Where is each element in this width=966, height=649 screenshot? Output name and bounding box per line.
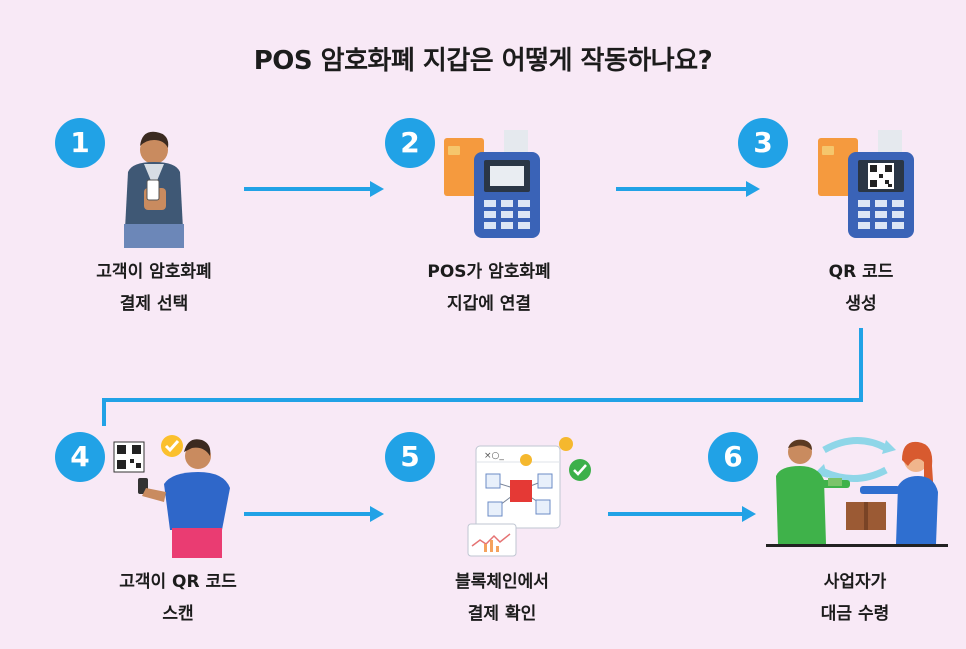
pos-qr-illustration (818, 130, 914, 238)
customer-phone-illustration (124, 131, 184, 248)
step-2-label: POS가 암호화폐 지갑에 연결 (427, 262, 551, 314)
step-4-badge: 4 (55, 432, 105, 482)
step-3-badge: 3 (738, 118, 788, 168)
diagram-title: POS 암호화폐 지갑은 어떻게 작동하나요? (253, 46, 713, 76)
step-2-badge: 2 (385, 118, 435, 168)
step-1-badge: 1 (55, 118, 105, 168)
blockchain-illustration: ×○_ (467, 437, 591, 557)
arrowhead-3 (746, 181, 760, 197)
arrowhead-5 (370, 506, 384, 522)
pos-terminal-illustration (444, 130, 540, 238)
step-6-label: 사업자가 대금 수령 (820, 572, 890, 624)
step-1-label: 고객이 암호화폐 결제 선택 (96, 262, 212, 314)
connector-3-4 (102, 328, 863, 426)
step-5-label: 블록체인에서 결제 확인 (455, 572, 549, 624)
svg-text:×○_: ×○_ (484, 451, 504, 461)
step-4-label: 고객이 QR 코드 스캔 (119, 572, 237, 624)
merchant-receive-illustration (766, 436, 948, 547)
step-6-badge: 6 (708, 432, 758, 482)
step-3-label: QR 코드 생성 (828, 262, 894, 314)
arrowhead-6 (742, 506, 756, 522)
step-5-badge: 5 (385, 432, 435, 482)
customer-scan-illustration (113, 435, 230, 558)
arrowhead-2 (370, 181, 384, 197)
